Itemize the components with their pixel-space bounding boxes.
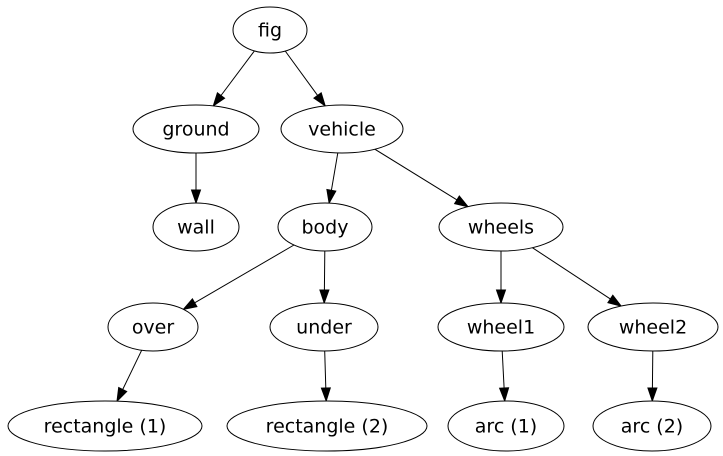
node-ellipse: [587, 302, 719, 352]
node-label: ground: [162, 119, 229, 141]
edge-wheels-wheel2: [532, 247, 623, 307]
arrowhead-icon: [313, 91, 327, 108]
node-fig: fig: [232, 6, 308, 54]
edge-line: [532, 247, 611, 300]
node-label: rectangle (2): [266, 416, 389, 438]
node-label: wheels: [468, 217, 534, 239]
arrowhead-icon: [607, 294, 623, 307]
node-ellipse: [132, 104, 260, 154]
node-label: under: [296, 317, 352, 339]
nodes-layer: fig ground vehicle wall body wheels over under w…: [7, 6, 719, 452]
arrowhead-icon: [182, 298, 198, 311]
node-ellipse: [277, 202, 373, 252]
node-ellipse: [269, 302, 379, 352]
arrowhead-icon: [320, 387, 331, 403]
edge-fig-vehicle: [284, 50, 327, 108]
node-ellipse: [232, 6, 308, 54]
node-wheel2: wheel2: [587, 302, 719, 352]
arrowhead-icon: [116, 386, 128, 403]
edge-vehicle-wheels: [374, 148, 470, 208]
node-label: wheel2: [619, 317, 687, 339]
node-ellipse: [438, 202, 564, 252]
node-wheel1: wheel1: [437, 302, 565, 352]
edge-over-rect1: [116, 349, 143, 403]
edges-layer: [116, 50, 658, 403]
node-label: body: [302, 217, 349, 239]
node-ellipse: [592, 400, 712, 452]
node-body: body: [277, 202, 373, 252]
arrowhead-icon: [498, 387, 510, 403]
node-ellipse: [437, 302, 565, 352]
arrowhead-icon: [190, 189, 202, 205]
edge-fig-ground: [212, 50, 255, 108]
edge-line: [501, 350, 505, 389]
node-arc1: arc (1): [447, 400, 565, 452]
edge-body-over: [182, 244, 295, 311]
node-ellipse: [447, 400, 565, 452]
node-rect2: rectangle (2): [226, 400, 428, 452]
node-ellipse: [7, 400, 203, 452]
node-label: arc (1): [475, 416, 537, 438]
node-label: wheel1: [467, 317, 535, 339]
node-under: under: [269, 302, 379, 352]
node-label: fig: [258, 20, 282, 42]
arrowhead-icon: [212, 91, 226, 108]
arrowhead-icon: [326, 188, 337, 205]
node-wall: wall: [152, 202, 240, 252]
node-ellipse: [152, 202, 240, 252]
edge-line: [122, 349, 143, 390]
edge-line: [324, 350, 327, 389]
edge-line: [220, 50, 255, 96]
arrowhead-icon: [453, 195, 470, 208]
edge-line: [284, 50, 319, 96]
node-ellipse: [107, 302, 199, 352]
edge-vehicle-body: [326, 152, 339, 205]
node-ground: ground: [132, 104, 260, 154]
node-ellipse: [226, 400, 428, 452]
edge-body-under: [319, 250, 330, 305]
node-label: rectangle (1): [44, 416, 167, 438]
node-over: over: [107, 302, 199, 352]
edge-wheel1-arc1: [498, 350, 510, 403]
edge-under-rect2: [320, 350, 331, 403]
edge-wheel2-arc2: [647, 350, 658, 403]
node-label: over: [132, 317, 175, 339]
edge-ground-wall: [190, 153, 202, 205]
node-ellipse: [280, 104, 404, 154]
arrowhead-icon: [495, 289, 507, 305]
arrowhead-icon: [319, 289, 330, 305]
edge-line: [330, 152, 339, 191]
node-vehicle: vehicle: [280, 104, 404, 154]
node-label: arc (2): [621, 416, 683, 438]
edge-line: [374, 148, 458, 201]
node-rect1: rectangle (1): [7, 400, 203, 452]
edge-line: [194, 244, 295, 304]
node-label: wall: [177, 217, 215, 239]
node-label: vehicle: [308, 119, 376, 141]
arrowhead-icon: [647, 387, 658, 403]
node-arc2: arc (2): [592, 400, 712, 452]
edge-wheels-wheel1: [495, 251, 507, 305]
node-wheels: wheels: [438, 202, 564, 252]
